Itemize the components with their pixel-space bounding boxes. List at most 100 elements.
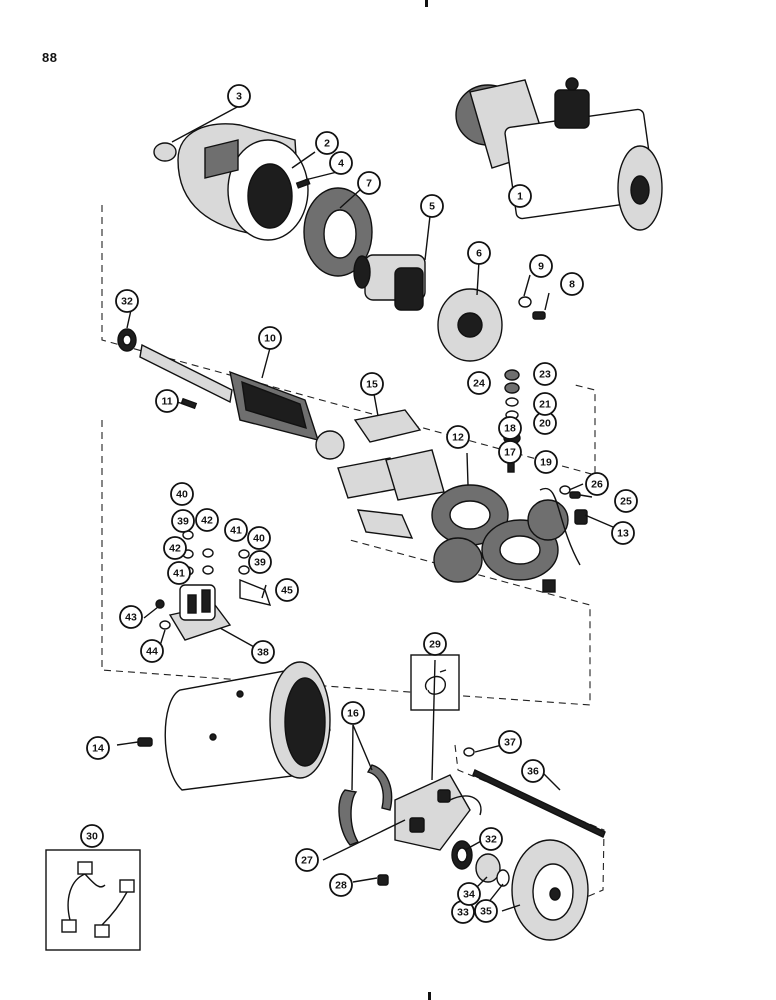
spring-icon [424,669,447,695]
callout-40: 40 [247,526,271,550]
callout-label: 25 [620,496,632,508]
callout-label: 1 [517,191,523,203]
solenoid-switch [168,584,232,641]
callout-33: 33 [451,900,475,924]
callout-label: 24 [473,378,485,390]
callout-label: 29 [429,639,441,651]
screw-part [532,311,546,320]
callout-label: 42 [169,543,181,555]
callout-label: 39 [177,516,189,528]
callout-12: 12 [446,425,470,449]
callout-label: 41 [230,525,242,537]
callout-44: 44 [140,639,164,663]
callout-label: 32 [485,834,497,846]
callout-1: 1 [508,184,532,208]
callout-label: 16 [347,708,359,720]
dashed-group-bolt [454,744,605,903]
callout-label: 12 [452,432,464,444]
callout-38: 38 [251,640,275,664]
callout-6: 6 [467,241,491,265]
dashed-group-armature [101,205,596,476]
callout-label: 14 [92,743,104,755]
callout-label: 40 [176,489,188,501]
callout-11: 11 [155,389,179,413]
callout-21: 21 [533,392,557,416]
brush-part [574,509,588,525]
callout-7: 7 [357,171,381,195]
callout-4: 4 [329,151,353,175]
callout-label: 45 [281,585,293,597]
callout-39: 39 [248,550,272,574]
callout-18: 18 [498,416,522,440]
callout-2: 2 [315,131,339,155]
pole-shoes [337,409,445,539]
top-binding-mark [425,0,428,7]
callout-43: 43 [119,605,143,629]
callout-label: 8 [569,279,575,291]
thru-bolt [472,769,606,838]
callout-34: 34 [457,882,481,906]
callout-32: 32 [115,289,139,313]
callout-label: 44 [146,646,158,658]
callout-label: 42 [201,515,213,527]
brush-left [338,789,360,846]
brush-set-icon [61,861,135,938]
callout-label: 4 [338,158,344,170]
brush-holder [394,774,482,851]
callout-label: 34 [463,889,475,901]
callout-label: 41 [173,568,185,580]
field-coils [431,484,581,593]
callout-label: 15 [366,379,378,391]
callout-10: 10 [258,326,282,350]
callout-41: 41 [167,561,191,585]
page-number: 88 [42,50,58,65]
callout-label: 37 [504,737,516,749]
callout-24: 24 [467,371,491,395]
callout-14: 14 [86,736,110,760]
callout-label: 43 [125,612,137,624]
field-frame [164,661,331,791]
drive-assembly [353,254,426,311]
bottom-binding-mark [428,992,431,1000]
frame-screw [137,737,153,747]
callout-27: 27 [295,848,319,872]
callout-26: 26 [585,472,609,496]
callout-label: 36 [527,766,539,778]
callout-3: 3 [227,84,251,108]
callout-label: 19 [540,457,552,469]
key-part [180,397,198,410]
callout-label: 38 [257,647,269,659]
callout-40: 40 [170,482,194,506]
callout-30: 30 [80,824,104,848]
callout-45: 45 [275,578,299,602]
callout-32: 32 [479,827,503,851]
callout-13: 13 [611,521,635,545]
callout-39: 39 [171,509,195,533]
callout-layer: 1234567891011121314151617181920212324252… [80,84,638,924]
callout-label: 33 [457,907,469,919]
bushing-part [153,142,177,162]
callout-19: 19 [534,450,558,474]
callout-label: 28 [335,880,347,892]
callout-8: 8 [560,272,584,296]
callout-label: 23 [539,369,551,381]
drive-housing [177,123,309,241]
callout-label: 32 [121,296,133,308]
callout-label: 21 [539,399,551,411]
callout-label: 20 [539,418,551,430]
callout-label: 5 [429,201,435,213]
brush-right [366,764,393,811]
commutator-end-head [511,839,589,941]
brush-clip [377,874,389,886]
callout-20: 20 [533,411,557,435]
callout-label: 3 [236,91,242,103]
callout-label: 9 [538,261,544,273]
callout-label: 13 [617,528,629,540]
end-washer [496,869,510,887]
lock-washer [463,747,475,757]
callout-23: 23 [533,362,557,386]
callout-label: 35 [480,906,492,918]
callout-5: 5 [420,194,444,218]
